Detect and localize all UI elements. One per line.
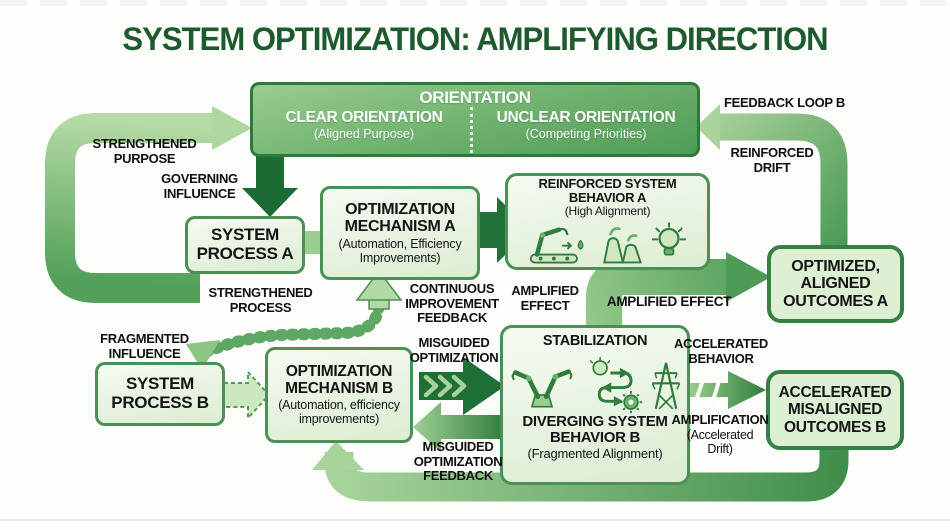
process-a-connector (300, 231, 326, 254)
amplification-label: AMPLIFICATION (Accelerated Drift) (666, 412, 774, 457)
reinforced-drift-label: REINFORCED DRIFT (730, 145, 814, 175)
clear-orientation-subtitle: (Aligned Purpose) (313, 127, 415, 141)
strengthened-purpose-label: STRENGTHENED PURPOSE (92, 136, 197, 166)
misguided-optimization-arrow (419, 357, 505, 415)
governing-influence-arrow (242, 150, 298, 217)
stabilization-box: STABILIZATION (500, 325, 690, 485)
misguided-feedback-arrow (413, 402, 505, 452)
optimized-outcomes-a-box: OPTIMIZED, ALIGNED OUTCOMES A (767, 245, 904, 323)
amplified-effect-left-label: AMPLIFIED EFFECT (511, 283, 579, 313)
page-title: SYSTEM OPTIMIZATION: AMPLIFYING DIRECTIO… (122, 21, 828, 57)
fragmented-influence-label: FRAGMENTED INFLUENCE (100, 331, 189, 361)
reinforced-behavior-a-box: REINFORCED SYSTEM BEHAVIOR A (High Align… (505, 173, 710, 270)
misguided-optimization-label: MISGUIDED OPTIMIZATION (409, 335, 499, 365)
feedback-loop-b-label: FEEDBACK LOOP B (724, 95, 845, 110)
optimization-mechanism-b-box: OPTIMIZATION MECHANISM B (Automation, ef… (265, 347, 413, 443)
accelerated-behavior-arrow (686, 371, 766, 409)
bulb-cycle-gear-icon (589, 356, 643, 414)
amplification-subtitle: (Accelerated Drift) (686, 427, 754, 457)
robot-arm-conveyor-icon (529, 227, 583, 264)
amplified-effect-arrow (586, 252, 771, 332)
process-b-dashed-arrow (223, 369, 271, 421)
governing-influence-label: GOVERNING INFLUENCE (161, 171, 238, 201)
dotted-feedback-path (186, 269, 403, 370)
orientation-banner: ORIENTATION CLEAR ORIENTATION (Aligned P… (250, 82, 700, 157)
feedback-loop-b-arrow (696, 104, 848, 248)
system-process-a-box: SYSTEM PROCESS A (185, 216, 305, 274)
top-edge-artifact (0, 0, 950, 6)
system-process-b-box: SYSTEM PROCESS B (95, 362, 225, 426)
continuous-improvement-feedback-label: CONTINUOUS IMPROVEMENT FEEDBACK (405, 281, 499, 326)
unclear-orientation-title: UNCLEAR ORIENTATION (496, 109, 676, 126)
unclear-orientation-cell: UNCLEAR ORIENTATION (Competing Prioritie… (475, 109, 697, 141)
accelerated-behavior-label: ACCELERATED BEHAVIOR (674, 336, 768, 366)
lightbulb-icon (651, 222, 686, 256)
orientation-divider (469, 107, 473, 153)
orientation-header: ORIENTATION (419, 88, 531, 107)
bottom-feedback-loop-arrow (312, 441, 849, 502)
optimization-mechanism-a-box: OPTIMIZATION MECHANISM A (Automation, Ef… (320, 186, 480, 280)
feedback-loop-a-arrow (45, 106, 252, 303)
clear-orientation-title: CLEAR ORIENTATION (285, 109, 443, 126)
clear-orientation-cell: CLEAR ORIENTATION (Aligned Purpose) (253, 109, 475, 141)
unclear-orientation-subtitle: (Competing Priorities) (525, 127, 647, 141)
misguided-optimization-feedback-label: MISGUIDED OPTIMIZATION FEEDBACK (413, 439, 503, 484)
power-tower-icon (651, 362, 681, 410)
strengthened-process-label: STRENGTHENED PROCESS (208, 285, 313, 315)
accelerated-outcomes-b-box: ACCELERATED MISALIGNED OUTCOMES B (766, 370, 904, 450)
amplified-effect-right-label: AMPLIFIED EFFECT (606, 294, 732, 309)
amplification-title: AMPLIFICATION (671, 412, 769, 427)
dual-robot-arms-icon (511, 369, 573, 408)
cooling-towers-icon (602, 227, 642, 264)
bottom-edge-line (0, 519, 950, 521)
